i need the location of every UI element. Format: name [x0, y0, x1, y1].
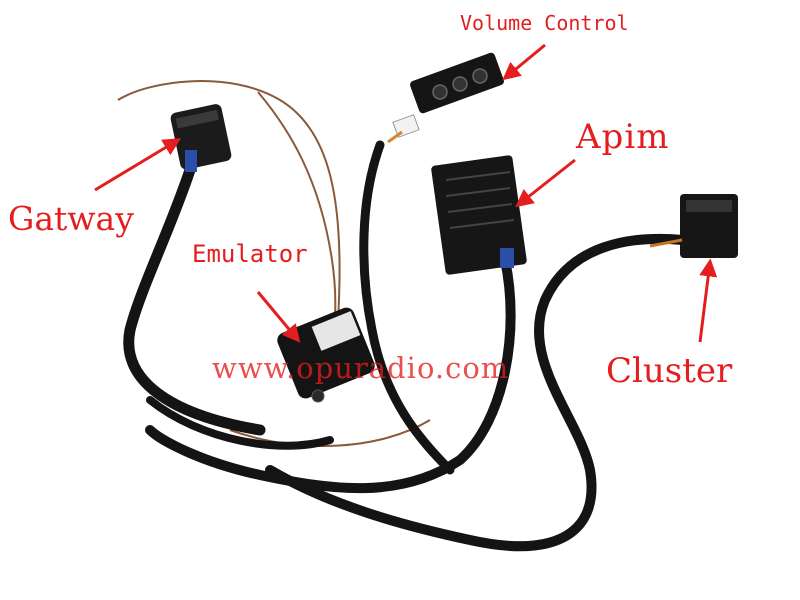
red-arrow-icon: [502, 43, 546, 81]
cable-loop: [146, 396, 334, 450]
apim-connector: [431, 155, 527, 275]
jst-plug: [392, 114, 420, 138]
label-cluster: Cluster: [606, 351, 733, 391]
tactile-button-icon: [452, 76, 468, 92]
volume-control-module: [387, 52, 504, 144]
tactile-button-icon: [472, 68, 488, 84]
label-apim: Apim: [576, 117, 670, 157]
brown-wire-top: [117, 80, 341, 321]
cable-apim: [145, 255, 516, 494]
gateway-connector: [170, 104, 232, 172]
emulator-box: [277, 307, 375, 403]
pointer-arrows: [94, 43, 718, 343]
black-cables: [123, 140, 688, 552]
red-arrow-icon: [515, 158, 576, 208]
label-volume-control: Volume Control: [460, 11, 629, 35]
cluster-connector: [649, 194, 738, 258]
red-arrow-icon: [256, 291, 301, 343]
label-emulator: Emulator: [192, 240, 308, 268]
label-gatway: Gatway: [8, 199, 134, 238]
cable-cluster: [265, 233, 688, 552]
red-arrow-icon: [698, 258, 718, 343]
red-arrow-icon: [94, 138, 182, 192]
tactile-button-icon: [432, 84, 448, 100]
watermark-text: www.opuradio.com: [212, 351, 510, 385]
cable-gateway: [123, 164, 266, 436]
emulator-sticker: [311, 311, 361, 351]
cable-volume: [359, 140, 455, 475]
